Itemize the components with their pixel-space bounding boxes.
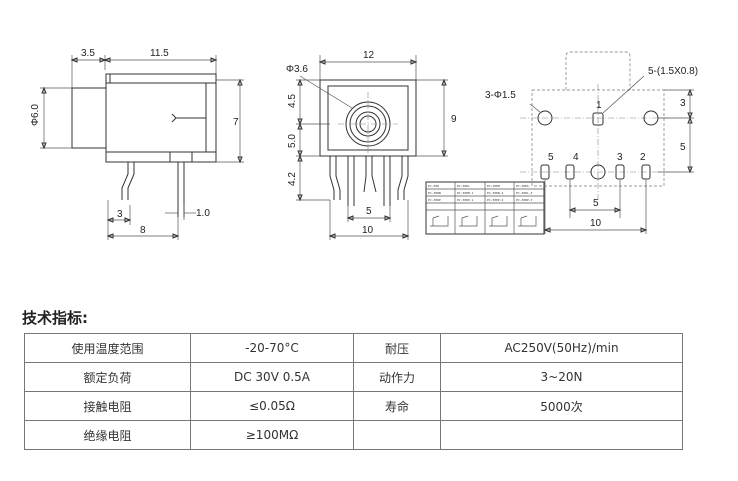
side-dim-7: 7 [233, 117, 239, 128]
spec-value: AC250V(50Hz)/min [440, 333, 683, 363]
spec-label: 寿命 [353, 391, 441, 421]
spec-label [353, 420, 441, 450]
side-dim-8: 8 [140, 225, 146, 236]
pcb-hole-label: 3-Φ1.5 [485, 90, 516, 101]
inset-label-9: PJ-308P [428, 198, 441, 202]
side-dim-diameter: Φ6.0 [30, 104, 41, 126]
table-row: 使用温度范围 -20-70°C 耐压 AC250V(50Hz)/min [24, 333, 683, 363]
pin-number-3: 3 [617, 152, 623, 163]
front-dim-12: 12 [363, 50, 375, 61]
spec-value: 3~20N [440, 362, 683, 392]
inset-label-2: PJ-308L [457, 184, 470, 188]
side-dim-3.5: 3.5 [81, 48, 95, 59]
mechanical-drawing: 3.5 11.5 Φ6.0 7 3 1.0 8 [30, 48, 698, 240]
front-view: 12 Φ3.6 4.5 5.0 4.2 9 5 10 [286, 50, 457, 240]
front-dim-10: 10 [362, 225, 374, 236]
pin-number-4: 4 [573, 152, 579, 163]
inset-label-8: PJ-308L-3 [516, 191, 532, 195]
inset-label-1: PJ-308 [428, 184, 439, 188]
spec-value [440, 420, 683, 450]
pin-number-5: 5 [548, 152, 554, 163]
spec-label: 使用温度范围 [24, 333, 191, 363]
side-dim-3: 3 [117, 209, 123, 220]
inset-label-10: PJ-308P-1 [457, 198, 473, 202]
front-dim-4.2: 4.2 [287, 172, 298, 186]
spec-label: 额定负荷 [24, 362, 191, 392]
inset-label-12: PJ-308P-3 [516, 198, 532, 202]
pcb-dim-5-vertical: 5 [680, 142, 686, 153]
front-dim-9: 9 [451, 114, 457, 125]
spec-label: 耐压 [353, 333, 441, 363]
spec-value: ≤0.05Ω [190, 391, 354, 421]
inset-label-4: PJ-308S [516, 184, 529, 188]
inset-label-7: PJ-308N-2 [487, 191, 503, 195]
inset-label-11: PJ-308P-2 [487, 198, 503, 202]
specs-title: 技术指标: [22, 309, 88, 327]
side-dim-11.5: 11.5 [150, 48, 169, 59]
pcb-pad-size-label: 5-(1.5X0.8) [648, 66, 698, 77]
table-row: 绝缘电阻 ≥100MΩ [24, 420, 683, 450]
inset-label-3: PJ-308M [487, 184, 500, 188]
pcb-dim-10: 10 [590, 218, 602, 229]
inset-label-6: PJ-308M-1 [457, 191, 473, 195]
table-row: 接触电阻 ≤0.05Ω 寿命 5000次 [24, 391, 683, 421]
spec-label: 接触电阻 [24, 391, 191, 421]
front-dim-diameter: Φ3.6 [286, 64, 308, 75]
spec-label: 绝缘电阻 [24, 420, 191, 450]
front-dim-5.0: 5.0 [287, 134, 298, 148]
specs-table: 使用温度范围 -20-70°C 耐压 AC250V(50Hz)/min 额定负荷… [24, 333, 683, 450]
pcb-dim-5-horizontal: 5 [593, 198, 599, 209]
inset-label-5: PJ-308N [428, 191, 441, 195]
spec-value: -20-70°C [190, 333, 354, 363]
spec-value: 5000次 [440, 391, 683, 421]
spec-value: DC 30V 0.5A [190, 362, 354, 392]
pcb-dim-3: 3 [680, 98, 686, 109]
schematic-inset: PJ-308 PJ-308L PJ-308M PJ-308S PJ-308N P… [425, 181, 545, 235]
pcb-footprint-view: 5-(1.5X0.8) 3-Φ1.5 1 5 4 3 2 3 5 5 10 [485, 51, 698, 234]
side-view: 3.5 11.5 Φ6.0 7 3 1.0 8 [30, 48, 244, 240]
pin-number-1: 1 [596, 100, 602, 111]
pin-number-2: 2 [640, 152, 646, 163]
side-dim-1.0: 1.0 [196, 208, 210, 219]
spec-label: 动作力 [353, 362, 441, 392]
table-row: 额定负荷 DC 30V 0.5A 动作力 3~20N [24, 362, 683, 392]
front-dim-4.5: 4.5 [287, 94, 298, 108]
spec-value: ≥100MΩ [190, 420, 354, 450]
front-dim-5: 5 [366, 206, 372, 217]
